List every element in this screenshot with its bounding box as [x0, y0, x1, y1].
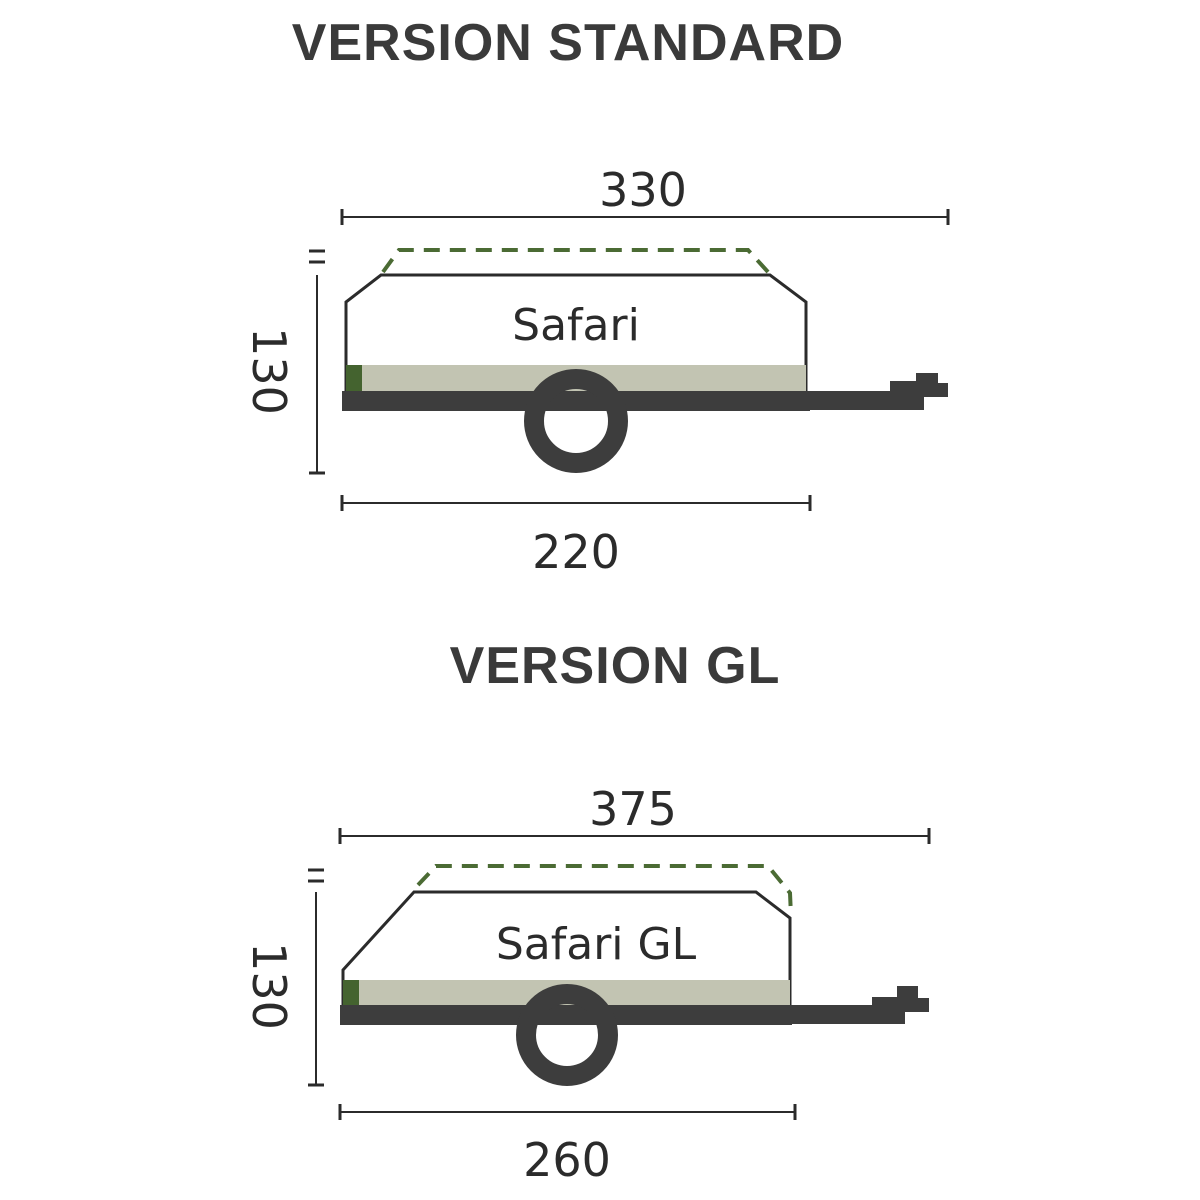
gl-chassis-frame: [340, 1005, 792, 1025]
gl-drawbar: [780, 986, 929, 1024]
gl-height-line: [308, 868, 324, 1087]
standard-model-name: Safari: [512, 300, 640, 351]
standard-chassis-frame: [342, 391, 810, 411]
gl-version-diagram: VERSION GL 375 130 260: [242, 637, 931, 1187]
standard-overall-length-line: [340, 209, 950, 225]
gl-dashed-cover: [416, 864, 793, 917]
standard-version-diagram: VERSION STANDARD 330 130 220: [242, 14, 950, 579]
standard-drawbar: [790, 373, 948, 410]
standard-overall-length-label: 330: [599, 163, 687, 217]
standard-box-length-label: 220: [532, 525, 620, 579]
gl-box-length-label: 260: [523, 1133, 611, 1187]
gl-wheel: [516, 984, 618, 1086]
gl-green-accent: [343, 980, 359, 1007]
standard-height-label: 130: [242, 327, 296, 415]
gl-trailer-body: [341, 890, 792, 1007]
gl-height-label: 130: [242, 942, 296, 1030]
gl-overall-length-line: [338, 828, 931, 844]
gl-model-name: Safari GL: [496, 919, 697, 970]
standard-box-length-line: [340, 495, 812, 511]
standard-trailer-body: [344, 273, 808, 392]
standard-wheel: [524, 369, 628, 473]
gl-title: VERSION GL: [450, 637, 781, 695]
gl-box-length-line: [338, 1104, 797, 1120]
standard-height-line: [309, 249, 325, 475]
gl-trailer-illustration: Safari GL: [340, 864, 929, 1086]
standard-green-accent: [346, 365, 362, 392]
gl-overall-length-label: 375: [589, 782, 677, 836]
standard-dashed-cover: [381, 248, 770, 274]
standard-title: VERSION STANDARD: [292, 14, 844, 72]
standard-trailer-illustration: Safari: [342, 248, 948, 473]
